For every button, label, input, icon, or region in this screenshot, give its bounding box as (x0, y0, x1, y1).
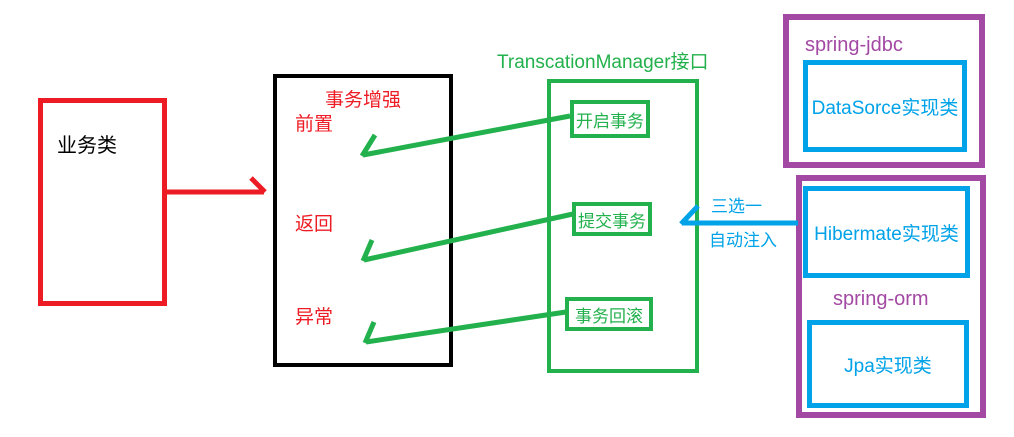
spring-orm-box (796, 175, 986, 418)
spring-jdbc-box (783, 14, 985, 168)
hibernate-impl-label: Hibermate实现类 (814, 223, 959, 245)
advice-return-label: 返回 (295, 214, 334, 235)
red-arrow (166, 176, 267, 195)
business-class-box (38, 98, 167, 306)
rollback-transaction-label: 事务回滚 (575, 306, 643, 326)
commit-transaction-label: 提交事务 (578, 211, 646, 231)
rollback-transaction-box: 事务回滚 (565, 297, 653, 331)
spring-orm-title: spring-orm (833, 288, 929, 310)
datasource-impl-label: DataSorce实现类 (811, 97, 959, 119)
advice-before-label: 前置 (295, 114, 334, 135)
injection-line1-label: 三选一 (711, 197, 762, 216)
open-transaction-box: 开启事务 (570, 100, 650, 138)
advice-title: 事务增强 (324, 90, 401, 111)
manager-title: TranscationManager接口 (497, 52, 709, 73)
advice-throw-label: 异常 (295, 307, 334, 328)
jpa-impl-box: Jpa实现类 (807, 320, 969, 408)
open-transaction-label: 开启事务 (576, 111, 644, 131)
jpa-impl-label: Jpa实现类 (844, 355, 932, 377)
spring-jdbc-title: spring-jdbc (805, 34, 903, 56)
business-class-label: 业务类 (57, 135, 117, 157)
commit-transaction-box: 提交事务 (572, 202, 652, 236)
injection-line2-label: 自动注入 (709, 231, 777, 250)
datasource-impl-box: DataSorce实现类 (803, 60, 967, 152)
hibernate-impl-box: Hibermate实现类 (803, 186, 970, 278)
